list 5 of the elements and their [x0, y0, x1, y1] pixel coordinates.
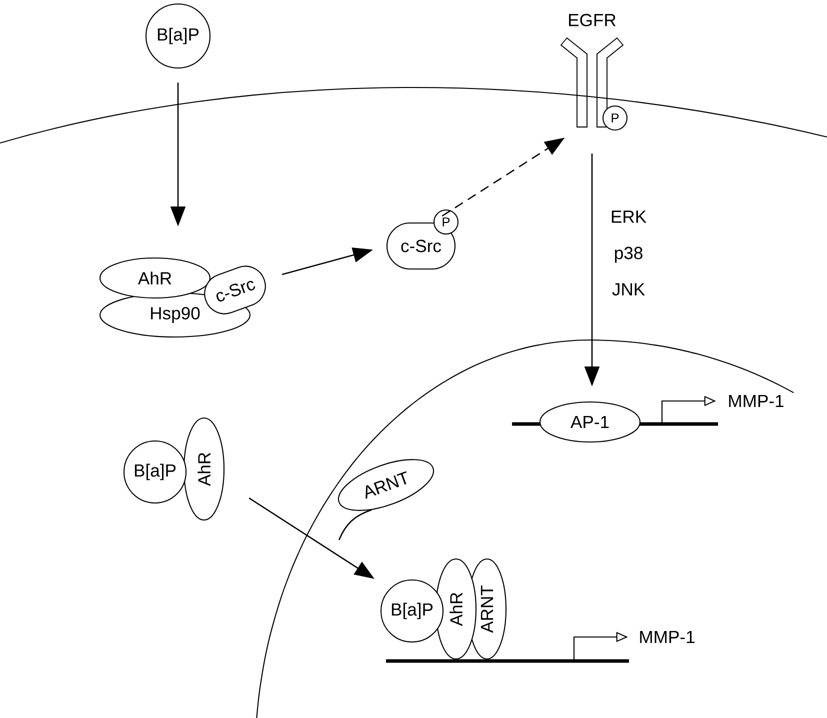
- gene-label: MMP-1: [729, 394, 784, 408]
- protein-label: EGFR: [569, 14, 616, 26]
- protein-box: c-Src: [204, 266, 266, 314]
- gene-label: MMP-1: [640, 630, 694, 644]
- edge-label: ERK p38 JNK: [604, 208, 653, 298]
